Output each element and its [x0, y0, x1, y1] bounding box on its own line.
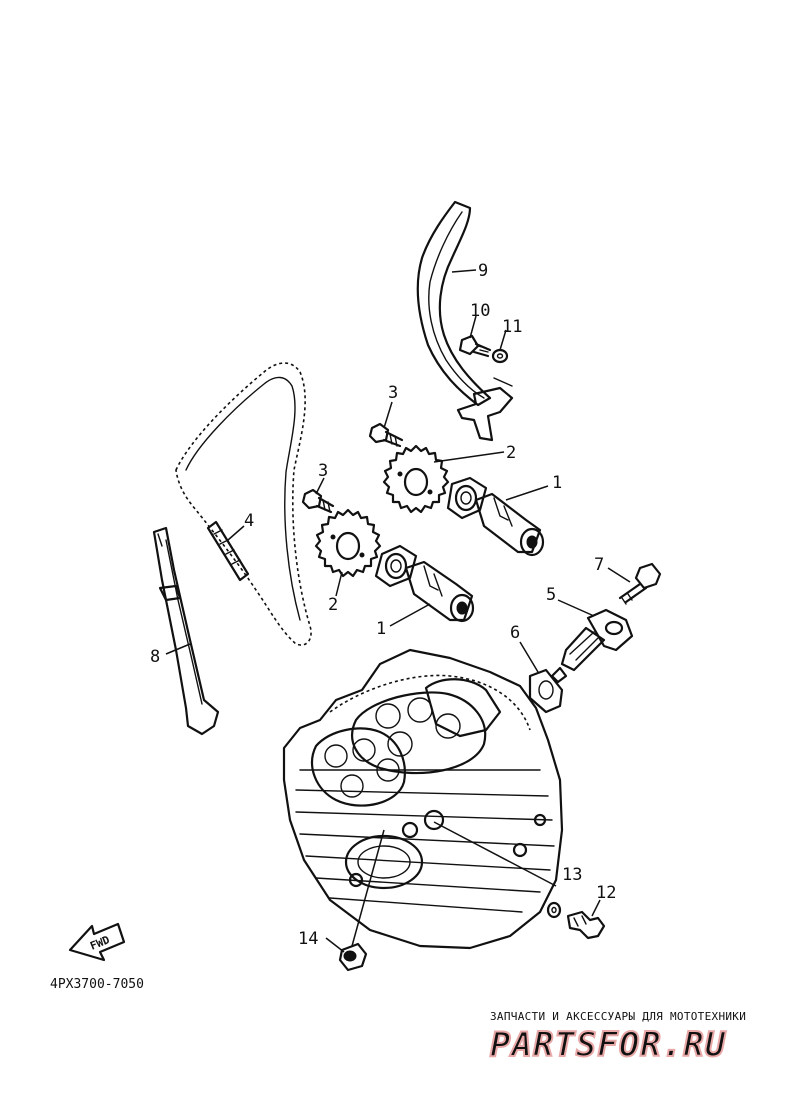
washer-11	[491, 348, 509, 364]
part-code: 4PX3700-7050	[50, 977, 144, 992]
callout-12: 12	[596, 883, 616, 903]
camshaft-upper	[446, 476, 545, 557]
callout-labels: 1 1 2 2 3 3 4 5 6 7 8 9 10 11 12 13 14	[150, 261, 616, 949]
watermark: ЗАПЧАСТИ И АКСЕССУАРЫ ДЛЯ МОТОТЕХНИКИ PA…	[489, 1010, 746, 1066]
callout-13: 13	[562, 865, 582, 885]
callout-5: 5	[546, 585, 556, 605]
leader-lines	[165, 269, 631, 953]
callout-11: 11	[502, 317, 522, 337]
chain-tensioner	[550, 608, 634, 684]
plug-bolt-12	[566, 910, 606, 940]
watermark-logo: PARTSFOR.RU	[490, 1025, 727, 1065]
callout-2-upper: 2	[506, 443, 516, 463]
cam-chain	[175, 362, 312, 646]
callout-8: 8	[150, 647, 160, 667]
sprocket-bolt-upper	[368, 422, 404, 448]
callout-9: 9	[478, 261, 488, 281]
callout-4: 4	[244, 511, 254, 531]
callout-3-lower: 3	[318, 461, 328, 481]
callout-10: 10	[470, 301, 490, 321]
sprocket-bolt-lower	[301, 488, 335, 514]
callout-6: 6	[510, 623, 520, 643]
callout-2-lower: 2	[328, 595, 338, 615]
callout-7: 7	[594, 555, 604, 575]
watermark-tagline: ЗАПЧАСТИ И АКСЕССУАРЫ ДЛЯ МОТОТЕХНИКИ	[490, 1010, 746, 1023]
callout-1-lower: 1	[376, 619, 386, 639]
callout-3-upper: 3	[388, 383, 398, 403]
tensioner-bolt	[618, 562, 662, 605]
chain-guide-top	[416, 200, 514, 442]
callout-1-upper: 1	[552, 473, 562, 493]
camshaft-lower	[374, 544, 475, 623]
forward-direction-arrow: FWD	[68, 922, 126, 962]
dowel-pin-14	[338, 942, 368, 972]
washer-13	[546, 901, 562, 919]
chain-guide-left	[152, 526, 220, 736]
cam-sprocket-lower	[314, 508, 382, 578]
cylinder-head	[282, 648, 564, 950]
bolt-10	[458, 334, 492, 358]
fwd-label: FWD	[88, 933, 112, 953]
callout-14: 14	[298, 929, 318, 949]
cam-sprocket-upper	[382, 444, 450, 514]
